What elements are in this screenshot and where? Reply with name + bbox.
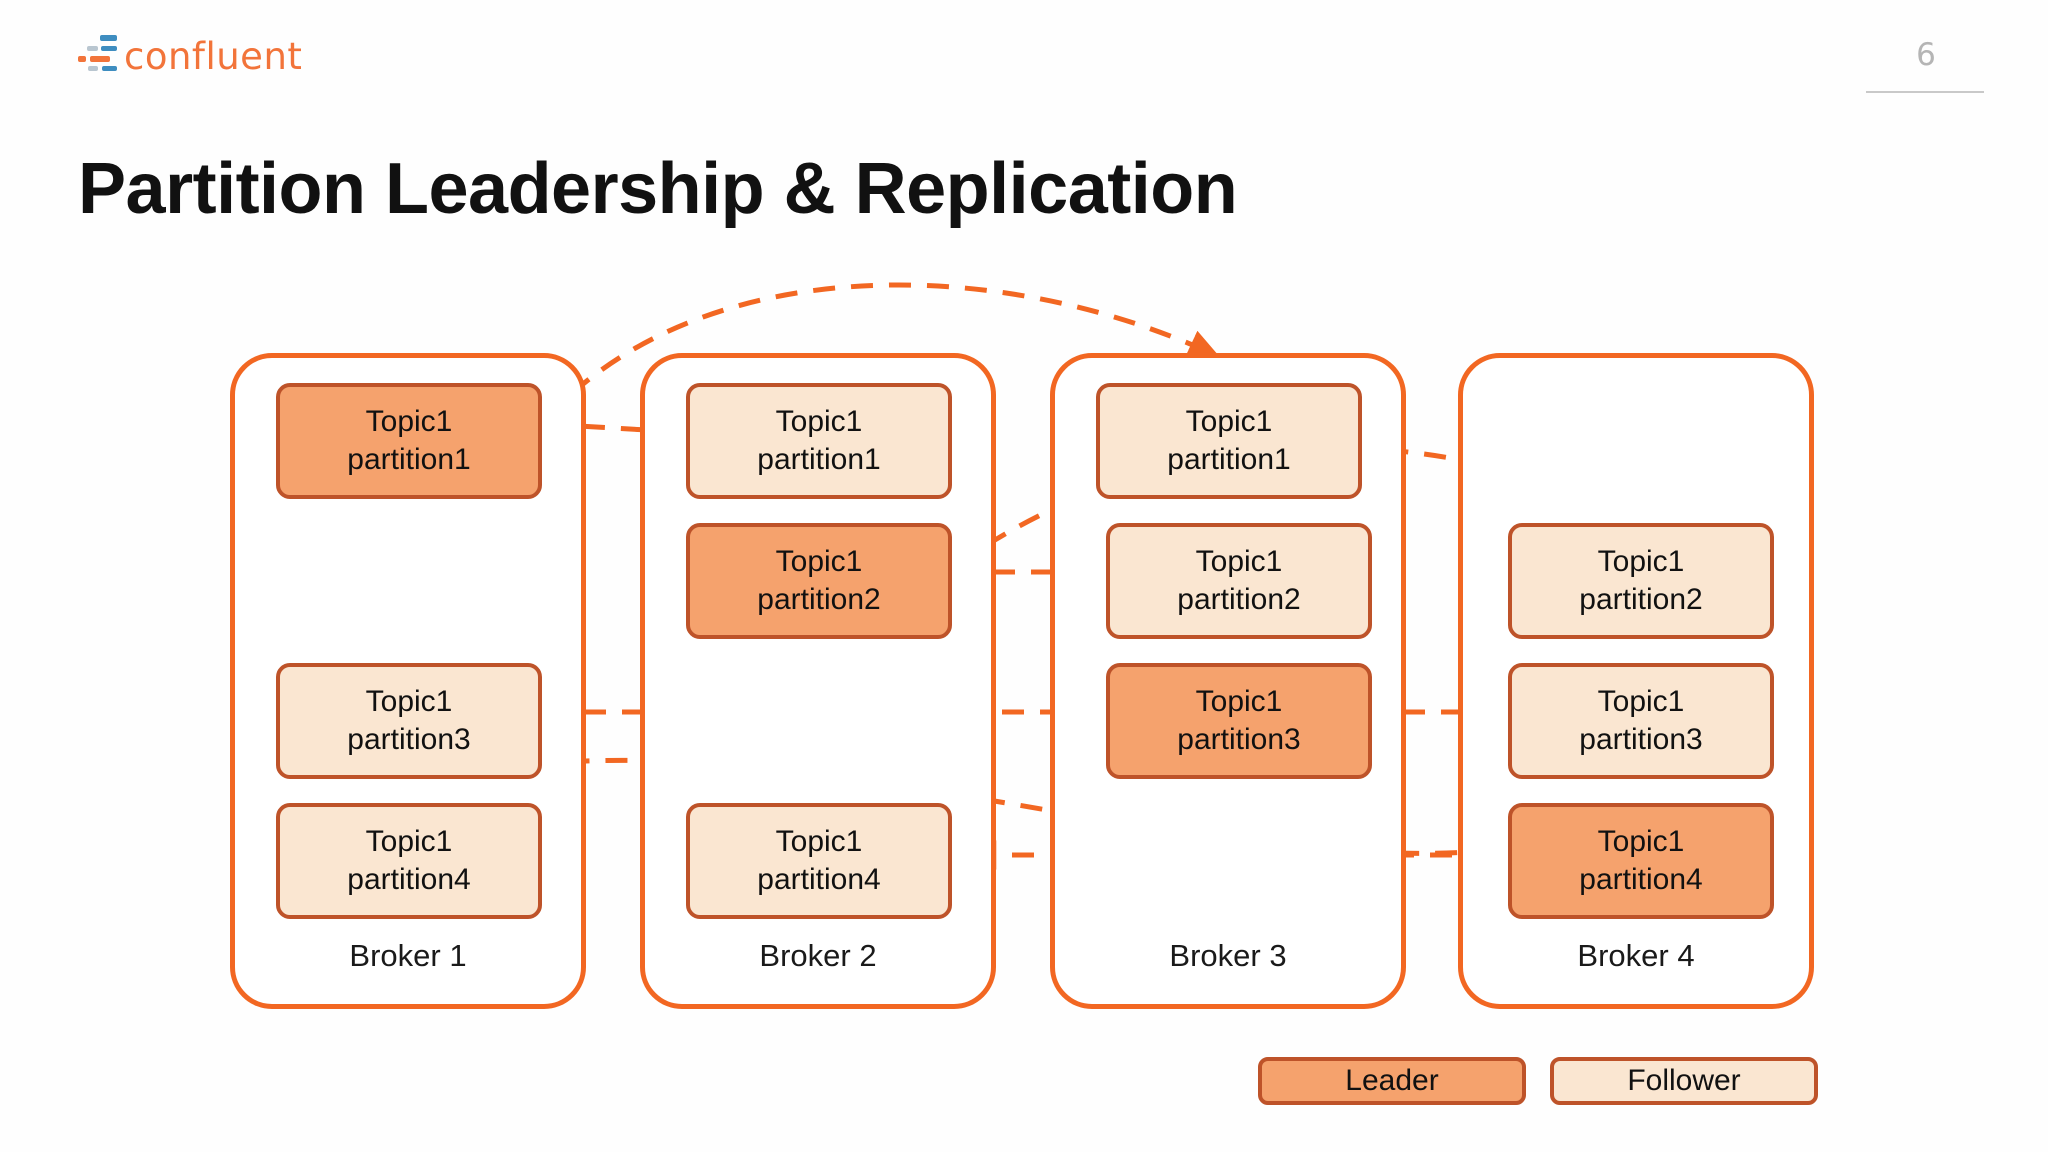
legend: Leader Follower	[1258, 1057, 1818, 1105]
page-number-container: 6	[1866, 40, 1986, 93]
legend-label-leader: Leader	[1345, 1064, 1439, 1097]
partition-box-b3-p2[interactable]: Topic1 partition2	[1106, 523, 1372, 639]
partition-topic-label: Topic1	[1195, 544, 1283, 578]
partition-topic-label: Topic1	[1185, 404, 1273, 438]
page-number: 6	[1916, 37, 1936, 73]
partition-topic-label: Topic1	[1597, 824, 1685, 858]
partition-box-b4-p3[interactable]: Topic1 partition3	[1508, 663, 1774, 779]
partition-id-label: partition4	[347, 863, 471, 896]
partition-id-label: partition4	[757, 863, 881, 896]
confluent-wordmark: confluent	[124, 34, 303, 78]
partition-box-b2-p4[interactable]: Topic1 partition4	[686, 803, 952, 919]
partition-box-b2-p1[interactable]: Topic1 partition1	[686, 383, 952, 499]
broker-container-3[interactable]: Topic1 partition1 Topic1 partition2 Topi…	[1050, 353, 1406, 1009]
legend-item-leader: Leader	[1258, 1057, 1526, 1105]
broker-container-2[interactable]: Topic1 partition1 Topic1 partition2 Topi…	[640, 353, 996, 1009]
partition-box-b1-p3[interactable]: Topic1 partition3	[276, 663, 542, 779]
partition-topic-label: Topic1	[365, 824, 453, 858]
partition-box-b4-p2[interactable]: Topic1 partition2	[1508, 523, 1774, 639]
partition-id-label: partition2	[1177, 583, 1301, 616]
partition-id-label: partition3	[1579, 723, 1703, 756]
partition-box-b4-p4[interactable]: Topic1 partition4	[1508, 803, 1774, 919]
partition-id-label: partition1	[347, 443, 471, 476]
partition-id-label: partition3	[347, 723, 471, 756]
broker-label-2: Broker 2	[759, 938, 877, 973]
partition-id-label: partition4	[1579, 863, 1703, 896]
partition-topic-label: Topic1	[1597, 544, 1685, 578]
legend-item-follower: Follower	[1550, 1057, 1818, 1105]
page-number-rule	[1866, 91, 1984, 93]
legend-label-follower: Follower	[1627, 1064, 1741, 1097]
partition-topic-label: Topic1	[365, 404, 453, 438]
partition-box-b1-p1[interactable]: Topic1 partition1	[276, 383, 542, 499]
partition-topic-label: Topic1	[1195, 684, 1283, 718]
partition-topic-label: Topic1	[365, 684, 453, 718]
slide-header: confluent 6	[0, 0, 2048, 120]
partition-id-label: partition2	[757, 583, 881, 616]
partition-id-label: partition2	[1579, 583, 1703, 616]
partition-box-b2-p2[interactable]: Topic1 partition2	[686, 523, 952, 639]
partition-topic-label: Topic1	[1597, 684, 1685, 718]
partition-box-b3-p3[interactable]: Topic1 partition3	[1106, 663, 1372, 779]
partition-id-label: partition3	[1177, 723, 1301, 756]
broker-container-4[interactable]: Topic1 partition2 Topic1 partition3 Topi…	[1458, 353, 1814, 1009]
broker-label-4: Broker 4	[1577, 938, 1695, 973]
broker-label-3: Broker 3	[1169, 938, 1287, 973]
confluent-logo-mark-icon	[78, 32, 120, 76]
partition-id-label: partition1	[1167, 443, 1291, 476]
partition-box-b1-p4[interactable]: Topic1 partition4	[276, 803, 542, 919]
partition-topic-label: Topic1	[775, 824, 863, 858]
broker-container-1[interactable]: Topic1 partition1 Topic1 partition3 Topi…	[230, 353, 586, 1009]
confluent-logo: confluent	[78, 32, 302, 76]
partition-id-label: partition1	[757, 443, 881, 476]
partition-topic-label: Topic1	[775, 404, 863, 438]
page-title: Partition Leadership & Replication	[78, 149, 1238, 229]
partition-topic-label: Topic1	[775, 544, 863, 578]
partition-box-b3-p1[interactable]: Topic1 partition1	[1096, 383, 1362, 499]
broker-label-1: Broker 1	[349, 938, 467, 973]
